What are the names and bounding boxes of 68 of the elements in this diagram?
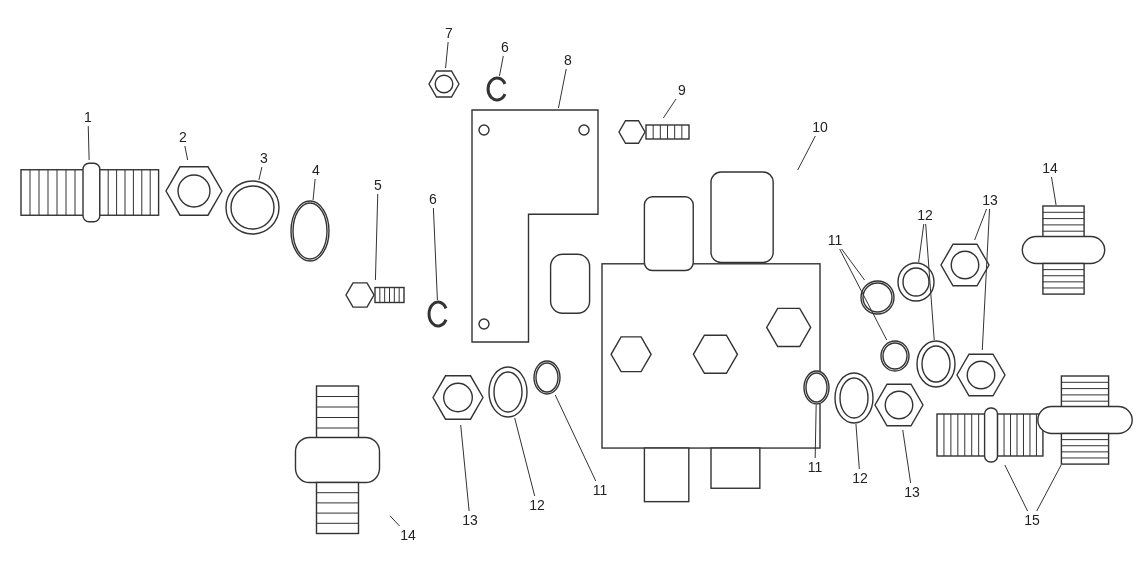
leader-line xyxy=(918,223,925,263)
washer-drawing xyxy=(897,262,935,302)
callout-number: 8 xyxy=(556,51,580,69)
leader-line xyxy=(974,208,988,241)
callout-number: 11 xyxy=(823,231,847,249)
bolt-drawing xyxy=(618,118,690,146)
leader-line xyxy=(1036,464,1062,512)
leader-line xyxy=(814,404,817,459)
sealing-ring-drawing xyxy=(880,340,910,372)
leader-line xyxy=(258,166,263,181)
hex-nut-drawing xyxy=(428,68,460,100)
sealing-ring-drawing xyxy=(290,200,330,262)
leader-line xyxy=(374,193,379,281)
callout-number: 3 xyxy=(252,149,276,167)
callout-number: 9 xyxy=(670,81,694,99)
leader-line xyxy=(981,208,991,351)
leader-line xyxy=(902,429,912,484)
callout-number: 5 xyxy=(366,176,390,194)
callout-number: 1 xyxy=(76,108,100,126)
leader-line xyxy=(554,394,597,482)
washer-drawing xyxy=(488,366,528,418)
lock-washer-drawing xyxy=(427,300,449,328)
callout-number: 14 xyxy=(396,526,420,544)
callout-number: 13 xyxy=(458,511,482,529)
leader-line xyxy=(514,417,536,497)
leader-line xyxy=(312,178,316,201)
callout-number: 13 xyxy=(978,191,1002,209)
leader-line xyxy=(1004,464,1029,512)
leader-line xyxy=(184,145,189,161)
leader-line xyxy=(925,223,935,341)
washer-drawing xyxy=(225,180,280,235)
leader-line xyxy=(855,423,860,470)
leader-line xyxy=(445,41,449,69)
bolt-drawing xyxy=(345,280,405,310)
leader-line xyxy=(841,248,866,281)
leader-line xyxy=(557,68,567,109)
washer-drawing xyxy=(834,372,874,424)
callout-number: 11 xyxy=(588,481,612,499)
callout-number: 4 xyxy=(304,161,328,179)
lock-washer-drawing xyxy=(486,76,508,102)
leader-line xyxy=(389,515,401,527)
callout-number: 13 xyxy=(900,483,924,501)
sealing-ring-drawing xyxy=(533,360,561,395)
callout-number: 14 xyxy=(1038,159,1062,177)
elbow-fitting-drawing xyxy=(20,160,160,225)
callout-number: 12 xyxy=(913,206,937,224)
callout-number: 15 xyxy=(1020,511,1044,529)
elbow-fitting-drawing xyxy=(936,405,1044,465)
callout-number: 6 xyxy=(421,190,445,208)
callout-number: 10 xyxy=(808,118,832,136)
callout-number: 11 xyxy=(803,458,827,476)
callout-number: 12 xyxy=(525,496,549,514)
leader-line xyxy=(1051,176,1057,206)
leader-line xyxy=(662,98,677,119)
callout-number: 2 xyxy=(171,128,195,146)
washer-drawing xyxy=(916,340,956,388)
callout-number: 7 xyxy=(437,24,461,42)
sealing-ring-drawing xyxy=(803,370,830,405)
leader-line xyxy=(499,55,504,77)
bracket-drawing xyxy=(470,108,600,344)
leader-line xyxy=(839,248,888,341)
leader-line xyxy=(797,135,816,171)
leader-line xyxy=(460,424,470,512)
sealing-ring-drawing xyxy=(860,280,895,315)
callout-number: 6 xyxy=(493,38,517,56)
leader-line xyxy=(87,125,90,161)
callout-number: 12 xyxy=(848,469,872,487)
leader-line xyxy=(432,207,438,301)
